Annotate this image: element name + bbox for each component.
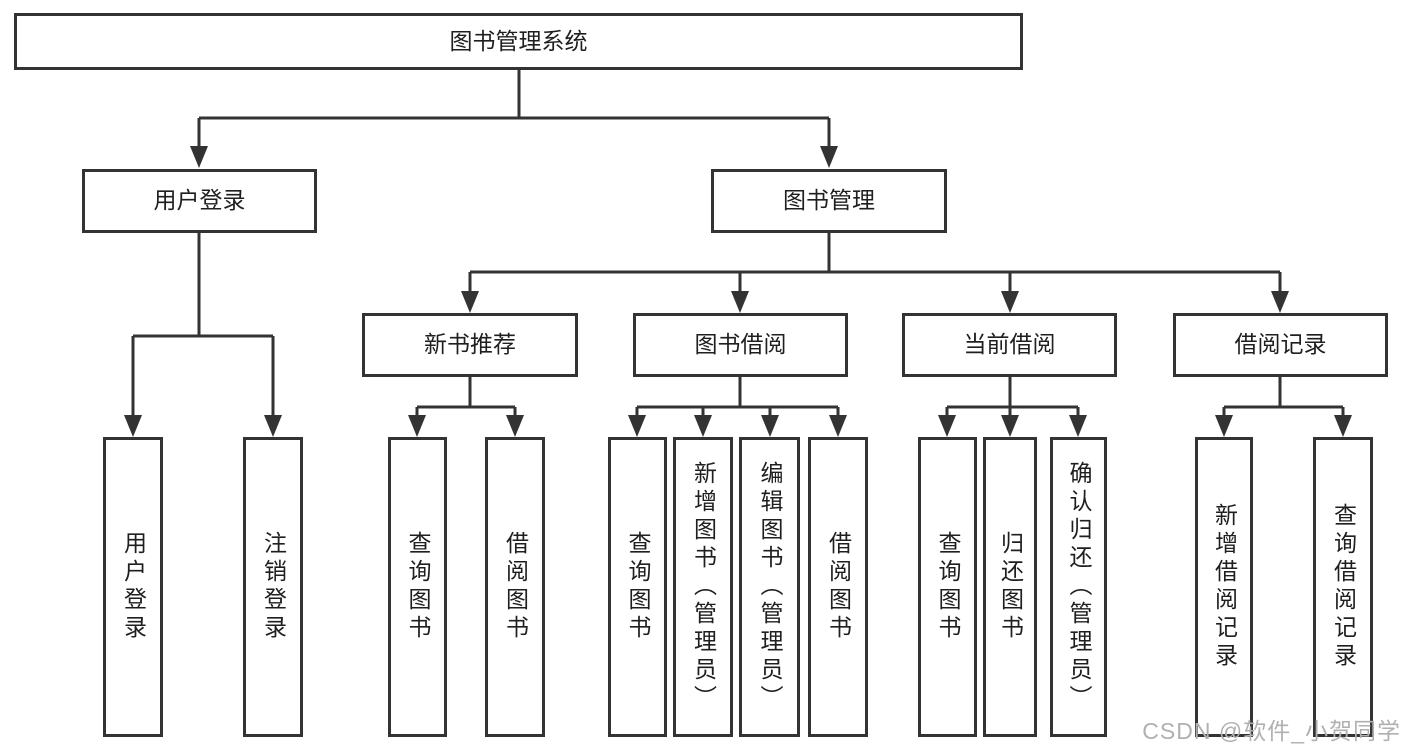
connector-root-to-level2 [190, 68, 838, 168]
leaf-edit-book-admin-label: 编辑图书（管理员） [757, 461, 783, 713]
node-library-system: 图书管理系统 [14, 13, 1023, 70]
leaf-query-books-current: 查询图书 [918, 437, 977, 737]
leaf-confirm-return-admin-label: 确认归还（管理员） [1066, 461, 1092, 713]
node-book-management: 图书管理 [711, 169, 947, 233]
connector-borrow-records-to-leaves [1215, 377, 1352, 437]
leaf-query-books-borrow-label: 查询图书 [625, 531, 651, 643]
leaf-query-books-borrow: 查询图书 [608, 437, 667, 737]
leaf-user-login-label: 用户登录 [120, 531, 147, 643]
leaf-query-borrow-record: 查询借阅记录 [1313, 437, 1373, 737]
leaf-add-borrow-record-label: 新增借阅记录 [1211, 503, 1238, 671]
leaf-confirm-return-admin: 确认归还（管理员） [1050, 437, 1107, 737]
connector-book-borrow-to-leaves [628, 377, 847, 437]
connector-new-book-recommend-to-leaves [408, 377, 524, 437]
leaf-return-books: 归还图书 [983, 437, 1037, 737]
leaf-borrow-books-recommend: 借阅图书 [485, 437, 545, 737]
leaf-add-borrow-record: 新增借阅记录 [1195, 437, 1253, 737]
leaf-borrow-books-borrow-label: 借阅图书 [825, 531, 852, 643]
leaf-user-login: 用户登录 [103, 437, 163, 737]
connector-book-management-to-level3 [461, 233, 1289, 313]
node-borrow-records: 借阅记录 [1173, 313, 1388, 377]
leaf-add-book-admin: 新增图书（管理员） [673, 437, 733, 737]
node-new-book-recommend: 新书推荐 [362, 313, 578, 377]
leaf-edit-book-admin: 编辑图书（管理员） [739, 437, 800, 737]
leaf-query-books-recommend-label: 查询图书 [405, 531, 431, 643]
leaf-return-books-label: 归还图书 [997, 531, 1024, 643]
leaf-query-borrow-record-label: 查询借阅记录 [1330, 503, 1357, 671]
node-book-borrow: 图书借阅 [633, 313, 848, 377]
leaf-add-book-admin-label: 新增图书（管理员） [690, 461, 717, 713]
connector-user-login-to-leaves [124, 233, 282, 437]
leaf-borrow-books-borrow: 借阅图书 [808, 437, 868, 737]
csdn-watermark: CSDN @软件_小贺同学 [1142, 718, 1401, 744]
leaf-borrow-books-recommend-label: 借阅图书 [502, 531, 529, 643]
node-current-borrow: 当前借阅 [902, 313, 1117, 377]
leaf-logout: 注销登录 [243, 437, 303, 737]
connector-current-borrow-to-leaves [938, 377, 1087, 437]
leaf-query-books-current-label: 查询图书 [935, 531, 961, 643]
leaf-logout-label: 注销登录 [260, 531, 287, 643]
node-user-login: 用户登录 [82, 169, 317, 233]
leaf-query-books-recommend: 查询图书 [388, 437, 447, 737]
